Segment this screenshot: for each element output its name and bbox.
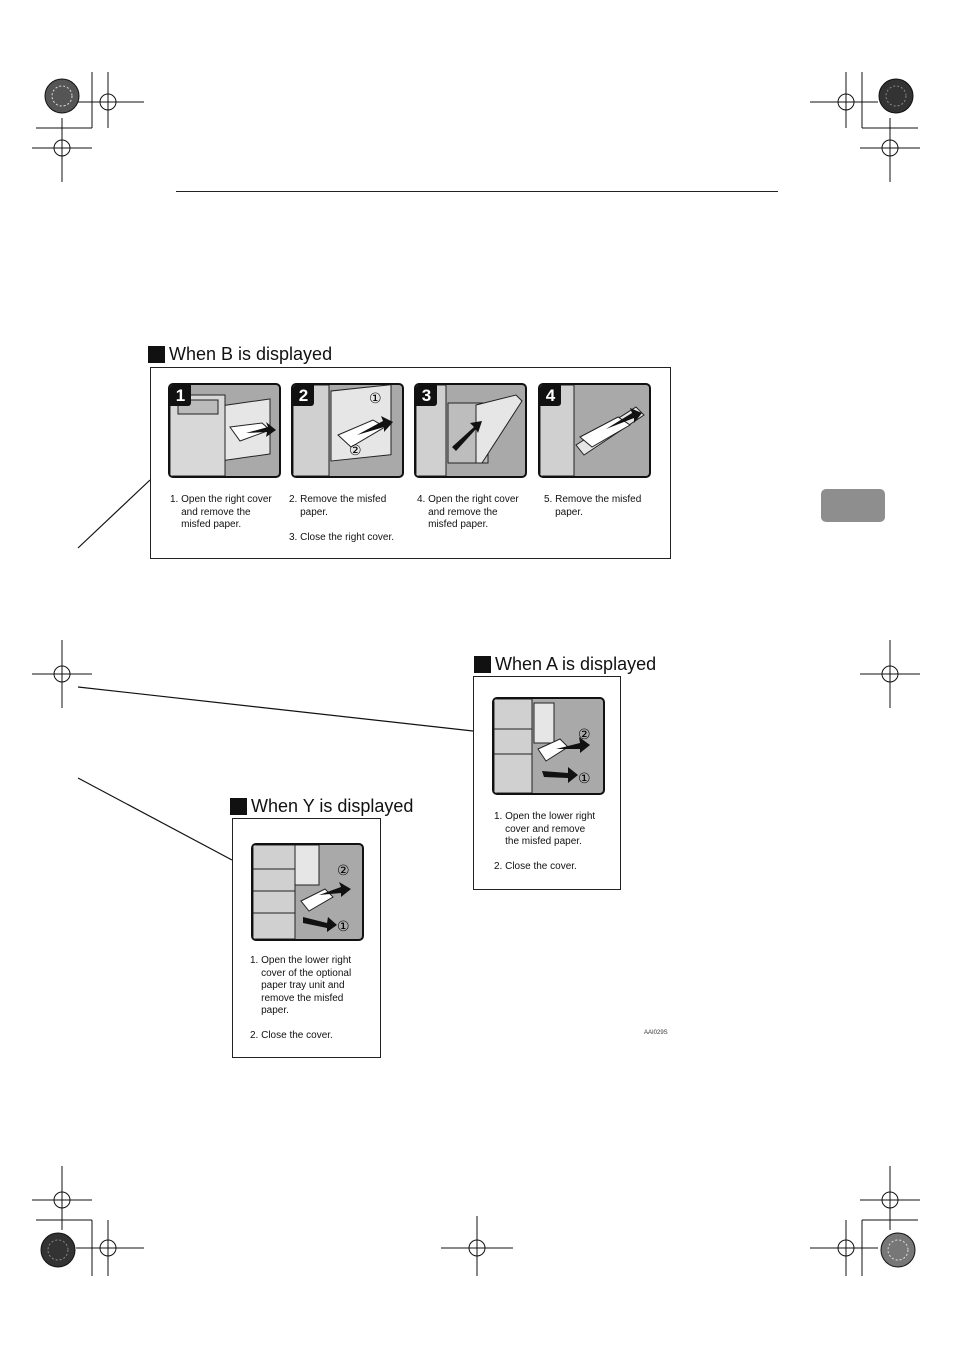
- figure-code: AAI029S: [644, 1030, 668, 1036]
- section-marker-icon: [474, 656, 491, 673]
- optional-tray-cover-icon: ② ①: [253, 845, 351, 939]
- registration-wheels: [40, 78, 916, 1268]
- step-4-text: 5. Remove the misfed paper.: [544, 494, 642, 518]
- svg-text:②: ②: [578, 727, 591, 743]
- section-b-panel: 1 ① ② 2 3 4 1. Open the right: [150, 367, 671, 559]
- header-rule: [176, 191, 778, 192]
- svg-text:②: ②: [349, 443, 362, 459]
- step-4-figure: 4: [538, 383, 651, 478]
- section-marker-icon: [148, 346, 165, 363]
- section-y-text: 1. Open the lower right cover of the opt…: [250, 955, 352, 1041]
- step-1-figure: 1: [168, 383, 281, 478]
- section-a-title: When A is displayed: [474, 654, 656, 675]
- section-marker-icon: [230, 798, 247, 815]
- step-1-text: 1. Open the right cover and remove the m…: [170, 494, 272, 530]
- lower-right-cover-icon: ② ①: [494, 699, 591, 793]
- chapter-tab: [821, 489, 885, 522]
- section-y-panel: ② ① 1. Open the lower right cover of the…: [232, 818, 381, 1058]
- svg-text:②: ②: [337, 863, 350, 879]
- section-a-figure: ② ①: [492, 697, 605, 795]
- section-y-title: When Y is displayed: [230, 796, 413, 817]
- svg-text:①: ①: [578, 771, 591, 787]
- section-y-figure: ② ①: [251, 843, 364, 941]
- section-a-panel: ② ① 1. Open the lower right cover and re…: [473, 676, 621, 890]
- step-2-text: 2. Remove the misfed paper. 3. Close the…: [289, 494, 395, 543]
- copier-right-cover-icon: [170, 394, 276, 476]
- svg-text:①: ①: [337, 919, 350, 935]
- step-2-figure: ① ② 2: [291, 383, 404, 478]
- open-cover-icon: [416, 385, 523, 476]
- svg-text:①: ①: [369, 391, 382, 407]
- step-3-text: 4. Open the right cover and remove the m…: [417, 494, 519, 530]
- step-3-figure: 3: [414, 383, 527, 478]
- section-b-title: When B is displayed: [148, 344, 332, 365]
- section-a-text: 1. Open the lower right cover and remove…: [494, 811, 596, 872]
